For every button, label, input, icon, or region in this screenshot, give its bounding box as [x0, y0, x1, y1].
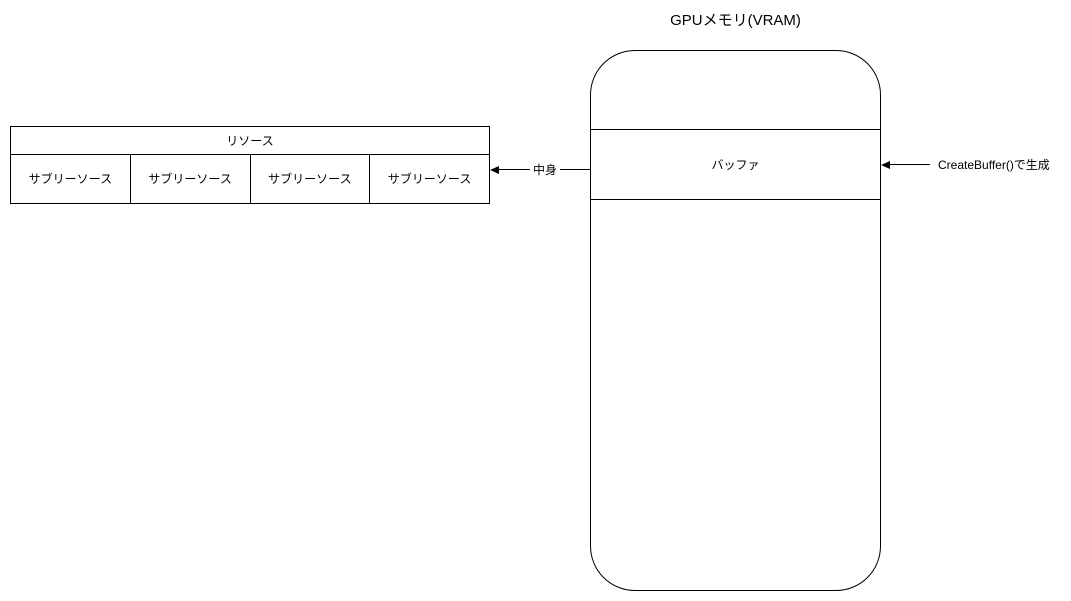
buffer-label: バッファ [711, 157, 760, 172]
subresource-cell: サブリーソース [11, 155, 131, 203]
subresource-cell: サブリーソース [131, 155, 251, 203]
contents-arrow-label: 中身 [529, 163, 561, 177]
resource-table-body-row: サブリーソース サブリーソース サブリーソース サブリーソース [11, 155, 489, 203]
subresource-cell-label: サブリーソース [387, 172, 472, 186]
create-buffer-arrow-line [889, 164, 930, 165]
buffer-section: バッファ [590, 129, 881, 200]
resource-table-header-label: リソース [226, 133, 274, 148]
vram-box [590, 50, 881, 591]
create-buffer-arrow-label: CreateBuffer()で生成 [938, 158, 1050, 172]
subresource-cell-label: サブリーソース [28, 172, 113, 186]
resource-table-header-row: リソース [11, 127, 489, 155]
subresource-cell: サブリーソース [251, 155, 371, 203]
subresource-cell-label: サブリーソース [268, 172, 352, 186]
create-buffer-arrowhead-icon [881, 161, 890, 169]
vram-title: GPUメモリ(VRAM) [670, 12, 801, 29]
contents-arrowhead-icon [490, 166, 499, 174]
subresource-cell: サブリーソース [370, 155, 489, 203]
resource-table: リソース サブリーソース サブリーソース サブリーソース サブリーソース [10, 126, 490, 204]
subresource-cell-label: サブリーソース [148, 172, 232, 186]
